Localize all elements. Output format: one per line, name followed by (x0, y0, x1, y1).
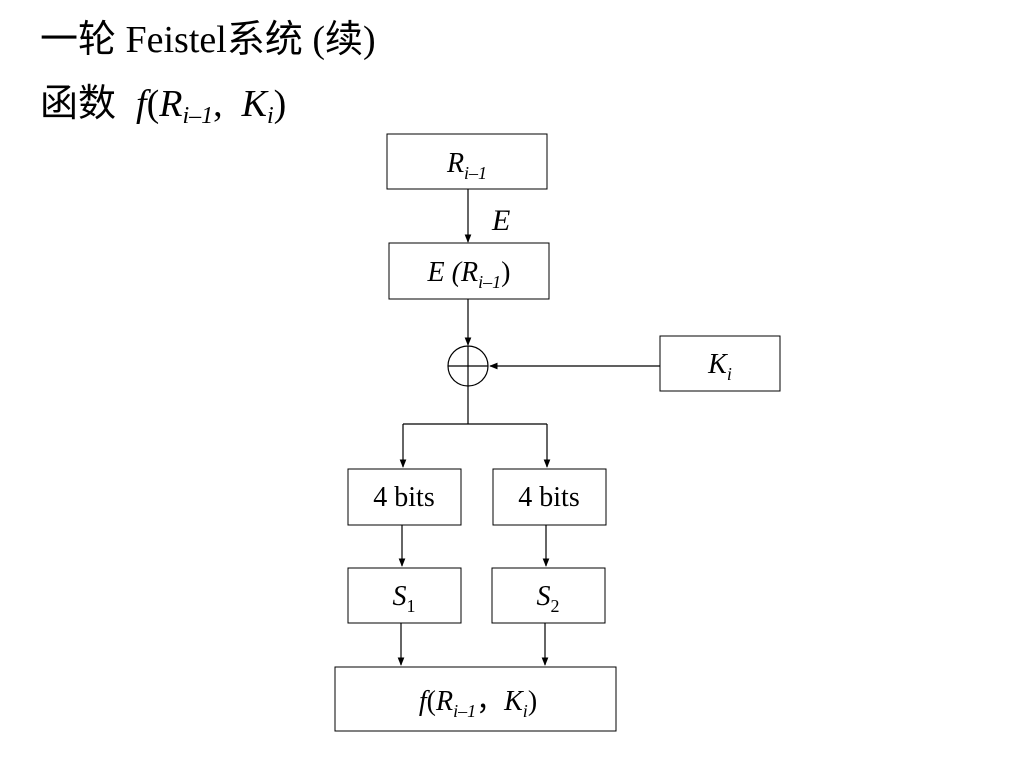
right-bits-label: 4 bits (518, 482, 579, 513)
function-expression: f(Ri–1, Ki) (136, 83, 287, 128)
f-symbol: f (136, 83, 147, 125)
k-subscript: i (266, 103, 274, 129)
left-bits-box: 4 bits (347, 468, 462, 526)
s2-label: S2 (537, 581, 560, 616)
f-output-label: f(Ri–1，Ki) (419, 686, 537, 721)
key-box: Ki (659, 335, 781, 392)
slide-title: 一轮 Feistel系统 (续) (40, 19, 376, 61)
s1-box: S1 (347, 567, 462, 624)
r-subscript: i–1 (182, 103, 214, 129)
xor-icon (447, 345, 489, 387)
k-symbol: K (241, 83, 267, 125)
r-input-box: Ri–1 (386, 133, 548, 190)
close-paren: ) (273, 83, 287, 125)
s1-label: S1 (393, 581, 416, 616)
s2-box: S2 (491, 567, 606, 624)
expansion-label: E (491, 204, 510, 237)
function-label: 函数 (40, 83, 117, 125)
separator: , (213, 83, 242, 125)
key-label: Ki (707, 349, 732, 384)
function-heading: 函数 f(Ri–1, Ki) (40, 78, 286, 130)
f-output-box: f(Ri–1，Ki) (334, 666, 617, 732)
open-paren: ( (146, 83, 160, 125)
r-symbol: R (159, 83, 183, 125)
right-bits-box: 4 bits (492, 468, 607, 526)
r-input-label: Ri–1 (446, 148, 487, 183)
left-bits-label: 4 bits (373, 482, 434, 513)
expanded-label: E (Ri–1) (427, 257, 511, 292)
expanded-box: E (Ri–1) (388, 242, 550, 300)
